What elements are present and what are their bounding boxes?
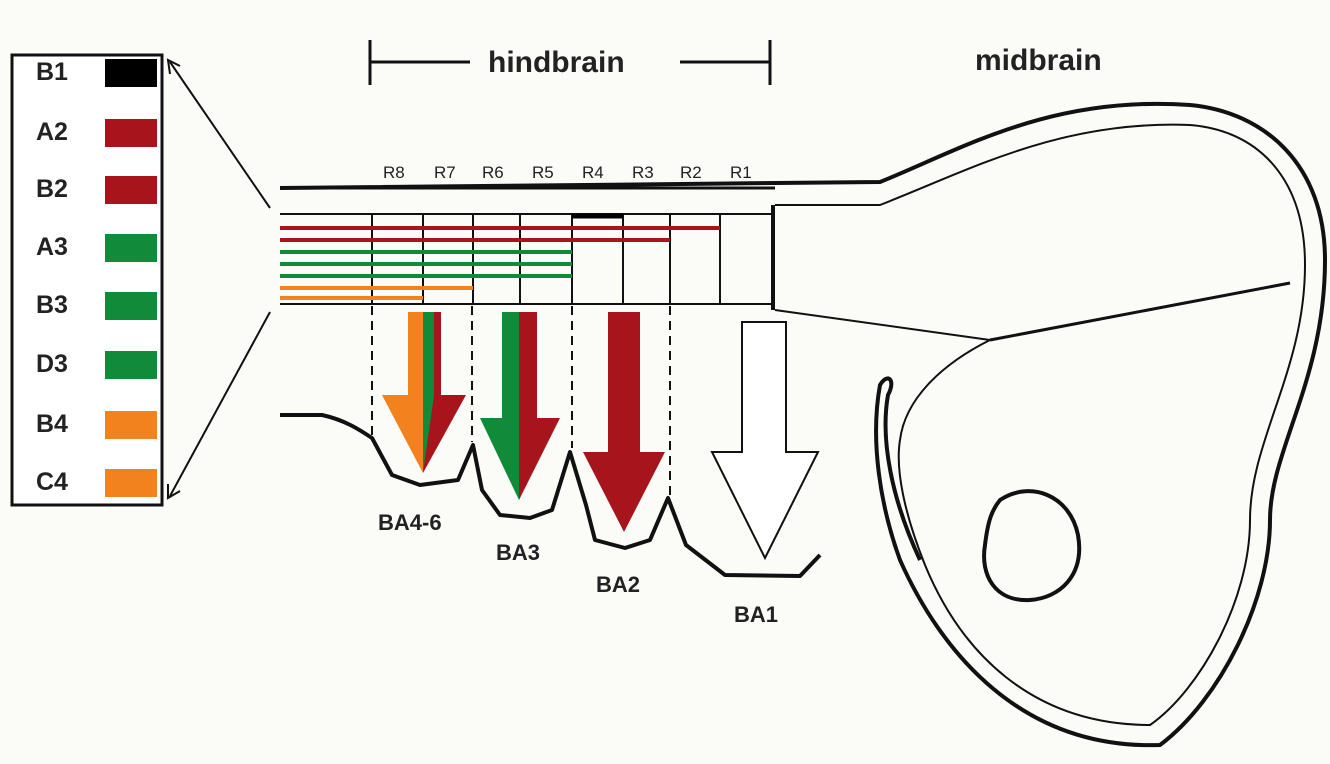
rhombomere-label-r6: R6 <box>482 163 504 182</box>
legend-swatch-a3 <box>105 234 157 262</box>
expression-domains <box>280 216 720 298</box>
rhombomere-grid <box>280 205 775 310</box>
legend-label-b2: B2 <box>36 175 68 203</box>
arch-label-ba1: BA1 <box>734 602 778 627</box>
legend-label-b3: B3 <box>36 291 68 319</box>
legend-label-b1: B1 <box>36 58 68 86</box>
arch-label-ba4-6: BA4-6 <box>378 510 442 535</box>
pointer-line-bottom <box>170 312 270 496</box>
rhombomere-label-r3: R3 <box>632 163 654 182</box>
arrow-ba1 <box>712 322 818 558</box>
legend-swatch-d3 <box>105 351 157 379</box>
arch-label-ba3: BA3 <box>496 540 540 565</box>
rhombomere-label-r2: R2 <box>680 163 702 182</box>
rhombomere-label-r8: R8 <box>383 163 405 182</box>
pointer-arrowhead-bottom <box>168 484 180 498</box>
arrow-ba3 <box>480 312 560 500</box>
legend-label-c4: C4 <box>36 468 68 496</box>
arrow-ba2 <box>583 312 665 532</box>
pointer-line-top <box>170 62 270 208</box>
legend-swatch-c4 <box>105 469 157 497</box>
legend-swatch-a2 <box>105 119 157 147</box>
rhombomere-label-r5: R5 <box>532 163 554 182</box>
legend-label-a2: A2 <box>36 118 68 146</box>
hindbrain-label: hindbrain <box>488 46 625 79</box>
optic-vesicle <box>984 491 1079 600</box>
legend-pointers <box>168 60 270 498</box>
inner-outline <box>775 125 1305 725</box>
arrow-ba3-red <box>519 312 560 500</box>
legend-label-b4: B4 <box>36 410 68 438</box>
legend-swatch-b4 <box>105 411 157 439</box>
midbrain-label: midbrain <box>975 44 1102 77</box>
legend-label-a3: A3 <box>36 233 68 261</box>
legend-swatch-b2 <box>105 176 157 204</box>
rhombomere-label-r4: R4 <box>582 163 604 182</box>
midbrain-division-line <box>990 283 1290 340</box>
rhombomere-label-r7: R7 <box>434 163 456 182</box>
legend: B1 A2 B2 A3 B3 D3 B4 C4 <box>12 55 162 505</box>
rhombomere-labels: R8 R7 R6 R5 R4 R3 R2 R1 <box>383 163 752 182</box>
arch-label-ba2: BA2 <box>596 572 640 597</box>
legend-swatch-b1 <box>105 59 157 87</box>
legend-swatch-b3 <box>105 292 157 320</box>
arrow-ba3-green <box>480 312 519 500</box>
rhombomere-label-r1: R1 <box>730 163 752 182</box>
arrow-ba4-6-orange <box>382 312 423 473</box>
legend-label-d3: D3 <box>36 350 68 378</box>
arrow-ba4-6 <box>382 312 466 473</box>
